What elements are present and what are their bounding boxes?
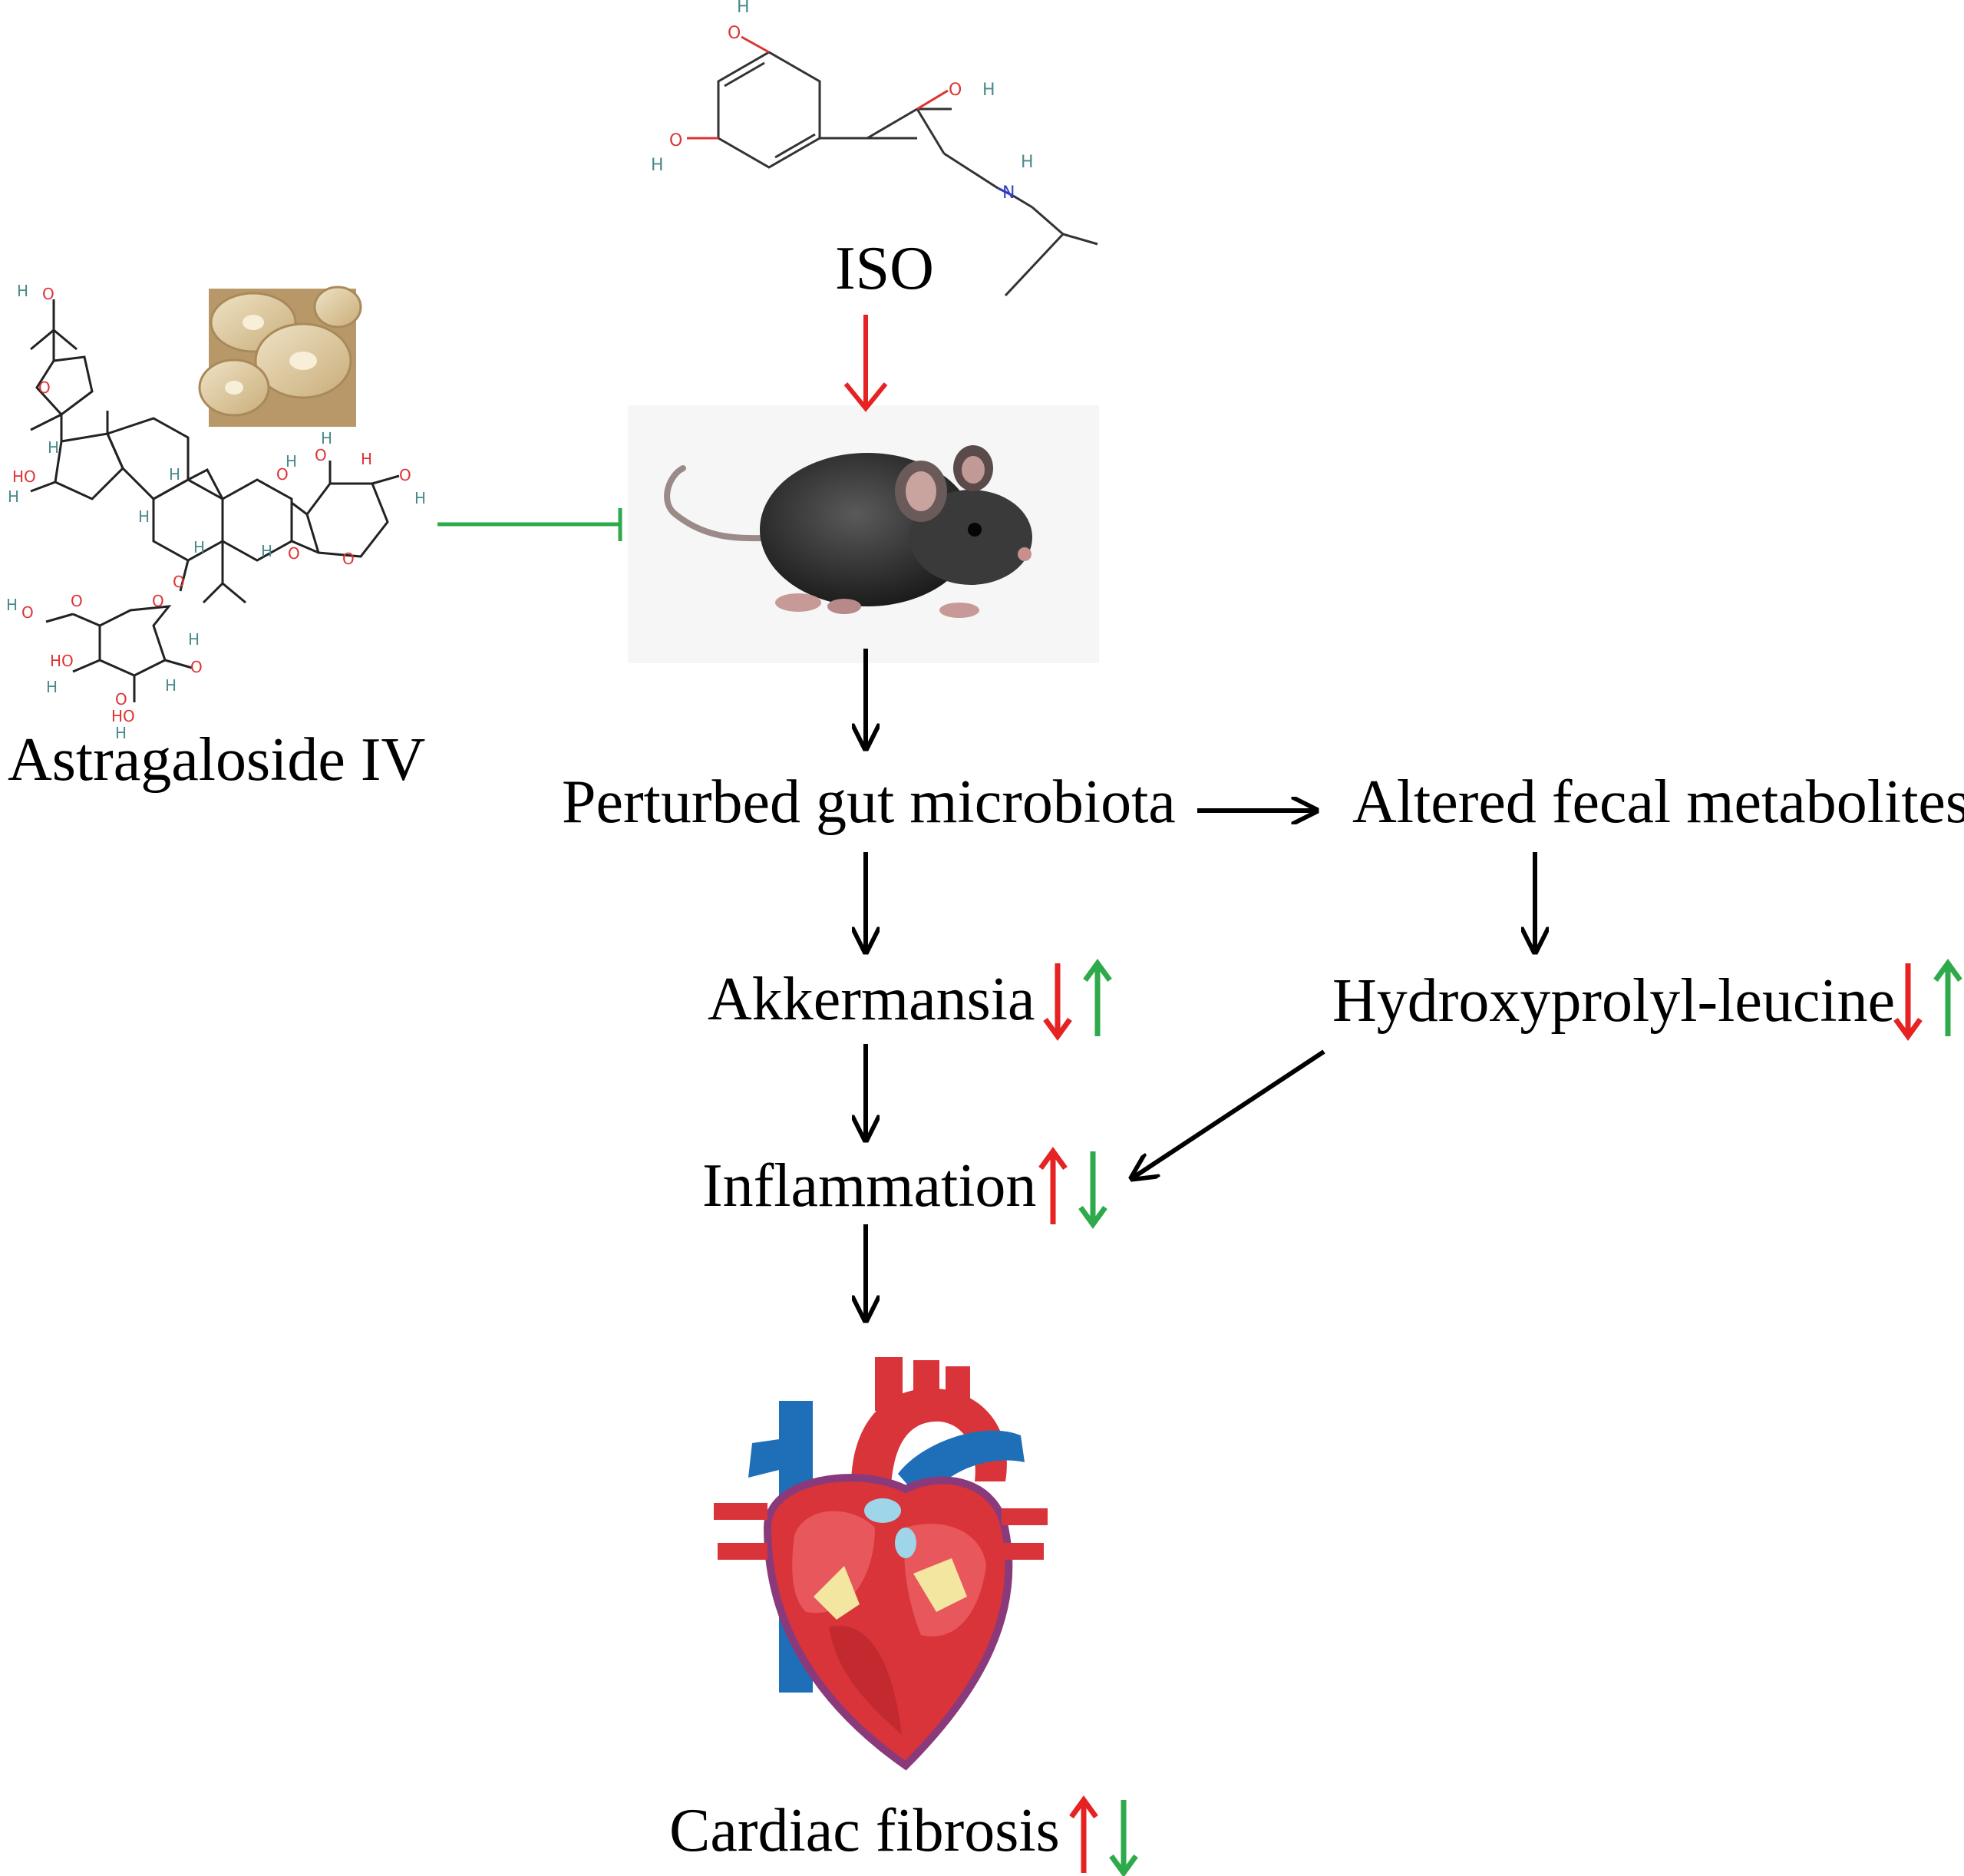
herb-image: [198, 286, 362, 427]
iso-atom-h1: H: [737, 0, 750, 17]
cardiac-fibrosis-iso-up-arrow-icon: [1069, 1795, 1098, 1873]
svg-text:O: O: [38, 378, 51, 397]
svg-text:O: O: [315, 446, 327, 464]
iso-atom-h3: H: [982, 81, 995, 100]
svg-text:O: O: [42, 285, 54, 303]
svg-text:H: H: [46, 678, 58, 696]
svg-text:O: O: [21, 603, 34, 622]
svg-text:HO: HO: [12, 467, 36, 486]
flow-arrows: [866, 649, 1535, 1320]
inflammation-astragaloside-down-arrow-icon: [1078, 1151, 1107, 1229]
svg-text:H: H: [8, 487, 19, 506]
astragaloside-label: Astragaloside IV: [8, 726, 426, 794]
iso-label: ISO: [835, 235, 934, 302]
cardiac-fibrosis-astragaloside-down-arrow-icon: [1109, 1800, 1138, 1876]
iso-atom-h2: H: [651, 156, 664, 175]
iso-chain: [820, 107, 1098, 297]
iso-atom-h4: H: [1021, 153, 1034, 172]
svg-text:H: H: [414, 489, 426, 507]
svg-text:H: H: [169, 465, 180, 484]
svg-text:H: H: [138, 507, 150, 526]
svg-text:H: H: [165, 676, 177, 695]
svg-text:H: H: [17, 282, 28, 300]
svg-text:H: H: [321, 429, 332, 448]
iso-atom-o1: O: [728, 24, 741, 43]
svg-text:O: O: [71, 592, 83, 610]
svg-text:H: H: [193, 538, 205, 557]
hydroxyprolyl-leucine-label: Hydroxyprolyl-leucine: [1332, 967, 1896, 1035]
svg-text:H: H: [115, 724, 127, 742]
svg-text:O: O: [190, 658, 203, 676]
svg-text:HO: HO: [50, 652, 74, 670]
svg-text:H: H: [261, 542, 272, 560]
svg-text:O: O: [276, 465, 289, 484]
akkermansia-iso-down-arrow-icon: [1043, 963, 1072, 1041]
astragaloside-atom-labels: H O O H HO H H H H H O O H O H H O H O O…: [6, 282, 426, 742]
hydroxyprolyl-leucine-iso-down-arrow-icon: [1893, 963, 1923, 1041]
iso-benzene-ring: [717, 51, 821, 169]
iso-atom-labels: O H O H O H N H: [651, 0, 1034, 203]
hydroxyprolyl-leucine-astragaloside-up-arrow-icon: [1933, 959, 1962, 1036]
svg-text:H: H: [6, 596, 18, 614]
svg-text:H: H: [188, 630, 200, 649]
altered-fecal-metabolites-label: Altered fecal metabolites: [1352, 768, 1964, 836]
svg-text:HO: HO: [111, 707, 135, 725]
mouse-image: [628, 405, 1099, 663]
iso-atom-o3: O: [949, 81, 962, 100]
iso-chain-colored: [916, 89, 1033, 209]
astragaloside-inhibition: [437, 508, 622, 541]
svg-text:O: O: [115, 690, 127, 708]
inflammation-iso-up-arrow-icon: [1038, 1147, 1068, 1224]
akkermansia-label: Akkermansia: [708, 966, 1035, 1033]
perturbed-gut-microbiota-label: Perturbed gut microbiota: [562, 768, 1176, 836]
svg-text:O: O: [173, 573, 185, 591]
inflammation-label: Inflammation: [702, 1152, 1037, 1220]
iso-atom-o2: O: [669, 131, 682, 150]
svg-text:H: H: [361, 450, 372, 468]
svg-text:O: O: [152, 592, 164, 610]
arrow-hpl-to-inflammation: [1132, 1049, 1325, 1178]
heart-image: [709, 1349, 1091, 1784]
akkermansia-astragaloside-up-arrow-icon: [1083, 959, 1112, 1036]
svg-text:O: O: [399, 466, 411, 484]
iso-atom-n: N: [1002, 183, 1015, 203]
svg-text:H: H: [286, 452, 297, 471]
svg-text:O: O: [288, 544, 300, 563]
cardiac-fibrosis-label: Cardiac fibrosis: [669, 1797, 1060, 1864]
svg-text:O: O: [342, 550, 355, 568]
svg-text:H: H: [48, 438, 59, 457]
iso-arrow: [843, 315, 888, 412]
astragaloside-chemical-structure: [30, 299, 400, 702]
